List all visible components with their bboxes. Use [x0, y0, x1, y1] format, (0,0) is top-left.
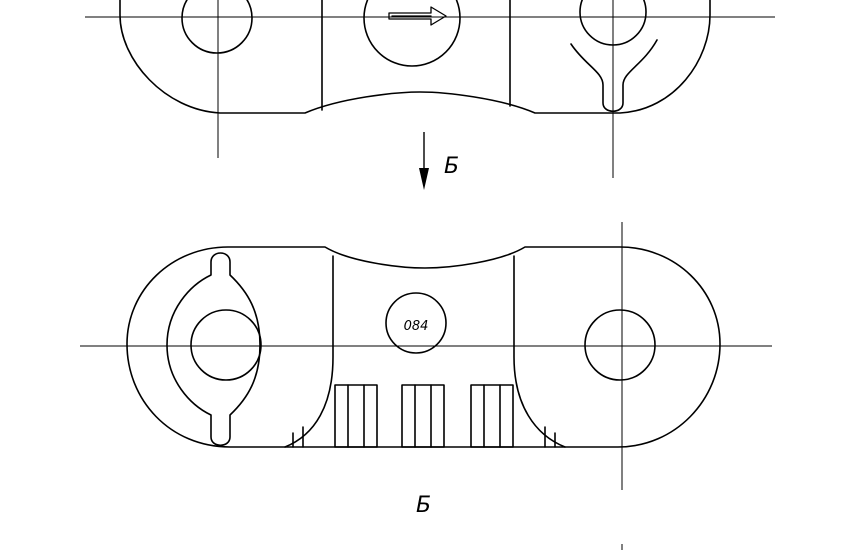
top-center-boss	[363, 0, 461, 67]
bottom-right-block-edge	[513, 255, 566, 448]
view-title-label: Б	[416, 493, 431, 518]
bottom-left-lug-ring	[166, 252, 261, 447]
bottom-ribs	[292, 384, 556, 448]
bottom-left-pin-hole	[190, 309, 262, 381]
view-direction-arrow-icon	[419, 168, 429, 190]
view-direction-indicator: Б	[419, 132, 459, 190]
bottom-left-block-edge	[284, 255, 334, 448]
top-view-chain-link	[85, 0, 775, 178]
bottom-center-marking-circle	[385, 292, 447, 354]
top-link-outline	[119, 0, 711, 114]
top-left-pin-hole	[181, 0, 253, 54]
bottom-view-chain-link: 084	[80, 222, 772, 490]
flow-direction-arrow-icon	[388, 6, 447, 26]
top-right-keyhole-slot	[570, 39, 658, 113]
bottom-link-outline	[126, 246, 721, 448]
bottom-right-pin-hole	[584, 309, 656, 381]
view-label-arrow: Б	[444, 154, 459, 179]
part-marking: 084	[404, 319, 429, 334]
